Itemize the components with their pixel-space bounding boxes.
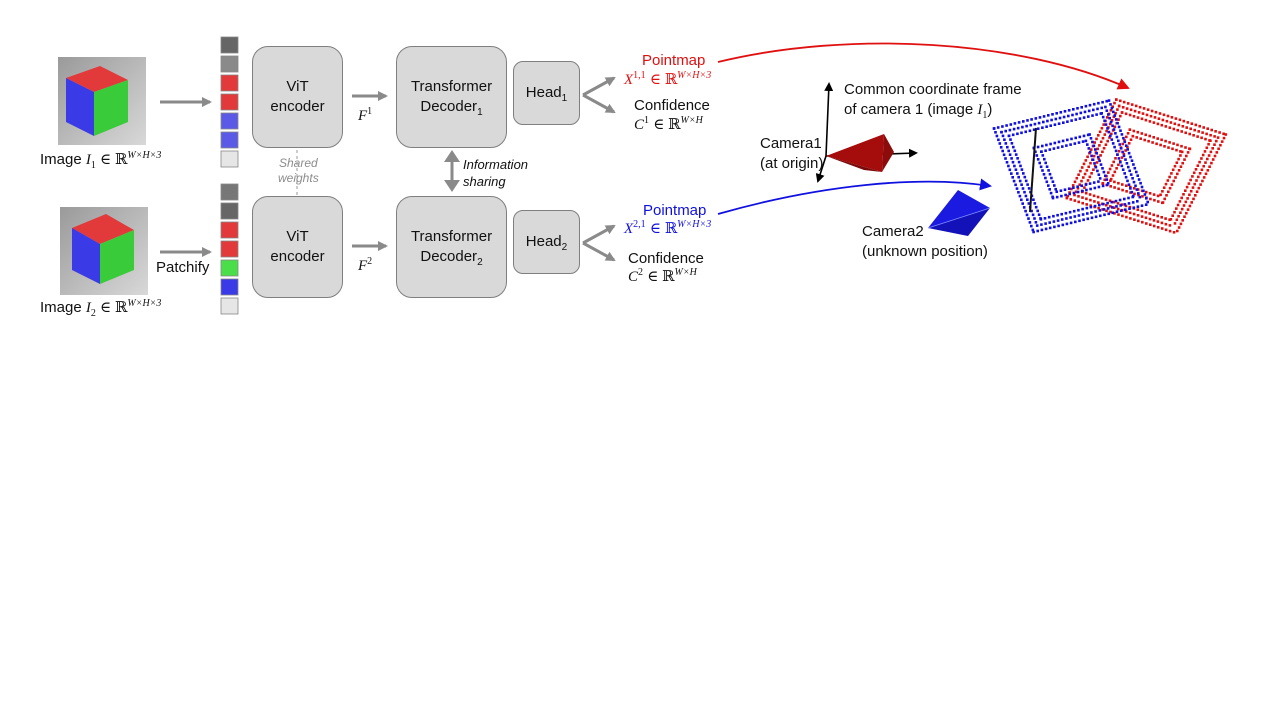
pointmap2-curve-arrow [717,178,992,215]
camera2-frustum [927,190,991,236]
confidence1-title: Confidence [634,97,710,114]
patchify-label: Patchify [156,259,210,276]
patch-stack-1 [220,36,239,168]
pointmap1-curve-arrow [717,42,1130,90]
arrow-head1-to-pointmap [582,76,616,97]
confidence2-formula: C2 ∈ ℝW×H [628,267,697,286]
patch-stack-2 [220,183,239,315]
pointmap1-formula: X1,1 ∈ ℝW×H×3 [624,70,712,89]
head-2: Head2 [513,210,580,274]
camera1-frustum [826,134,894,172]
arrow-head2-to-confidence [582,241,616,262]
camera2-label: Camera2(unknown position) [862,223,988,260]
common-frame-label: Common coordinate frame of camera 1 (ima… [844,81,1022,121]
pointcloud-camera1 [1065,98,1228,234]
pointmap1-title: Pointmap [642,52,706,69]
pointcloud-camera2 [992,99,1149,234]
image2-label: Image I2 ∈ ℝW×H×3 [40,298,162,319]
feature-f1: F1 [358,106,373,125]
image1-thumbnail [58,57,146,145]
feature-f2: F2 [358,256,373,275]
camera1-label: Camera1(at origin) [760,135,824,172]
pointmap2-formula: X2,1 ∈ ℝW×H×3 [624,219,712,238]
confidence1-formula: C1 ∈ ℝW×H [634,115,703,134]
arrow-head2-to-pointmap [582,224,616,245]
image2-thumbnail [60,207,148,295]
image1-label: Image I1 ∈ ℝW×H×3 [40,150,162,171]
head-1: Head1 [513,61,580,125]
confidence2-title: Confidence [628,250,704,267]
pointmap2-title: Pointmap [643,202,707,219]
arrow-head1-to-confidence [582,93,616,114]
